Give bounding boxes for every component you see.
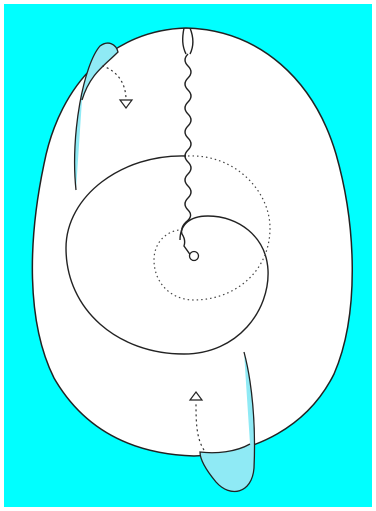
diagram-canvas (4, 4, 372, 507)
center-hole (190, 252, 199, 261)
egg-outline (32, 28, 352, 456)
